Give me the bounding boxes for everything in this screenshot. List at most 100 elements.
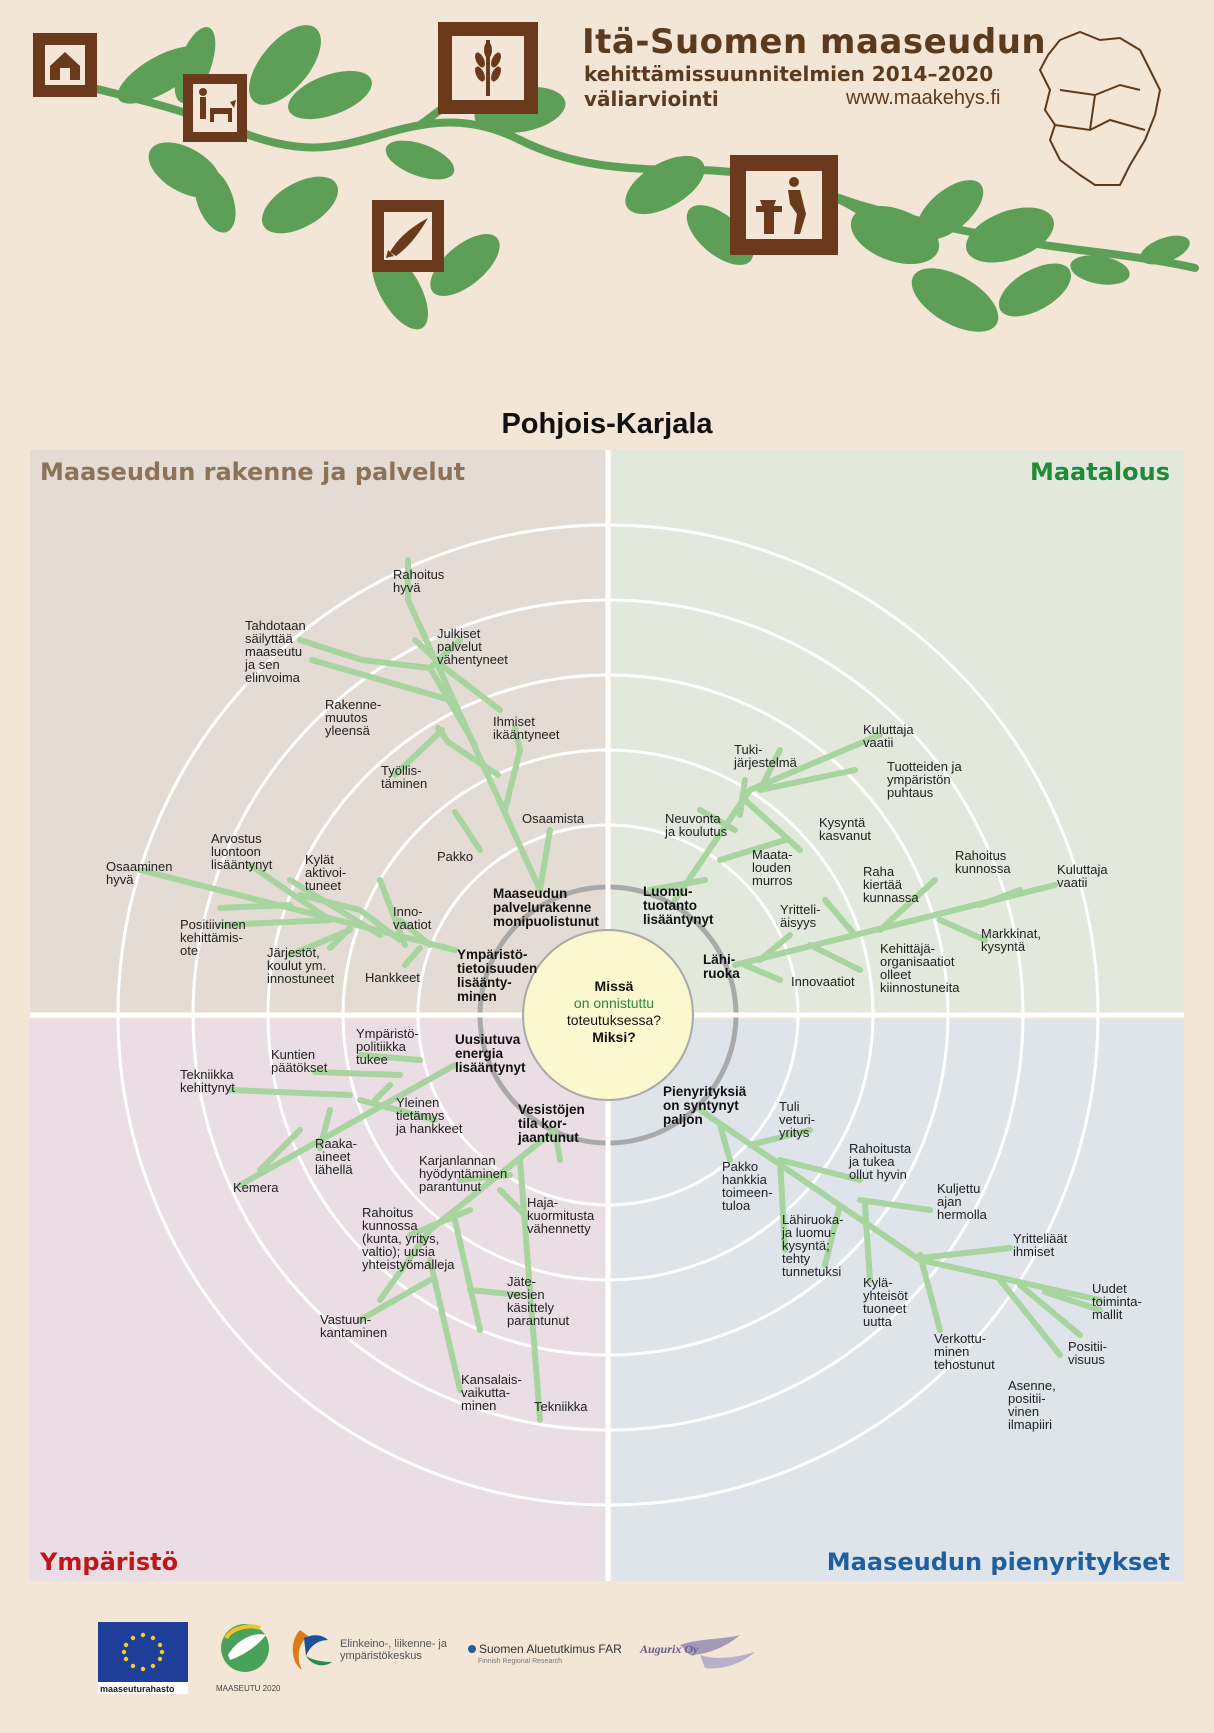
leaf-label: Karjanlannan hyödyntäminen parantunut [419,1153,508,1194]
branch [807,942,863,973]
maaseutu-logo-label: MAASEUTU 2020 [216,1684,281,1693]
branch [517,1157,543,1423]
finland-region-map [1038,30,1162,186]
footer-logos [98,1622,755,1694]
branch [427,1257,463,1393]
branch [647,877,708,893]
branch [757,747,783,793]
branch [857,1197,933,1213]
leaf [625,155,705,215]
center-line-1: Missä [594,978,634,994]
branch [392,727,445,778]
leaf [288,70,372,120]
branch [757,767,858,793]
leaf-label: Vastuun- kantaminen [320,1312,388,1340]
branch [997,1277,1063,1358]
maaseutu-2020-logo [221,1624,269,1672]
far-logo-sublabel: Finnish Regional Research [478,1658,563,1665]
branch [297,637,433,671]
leaf-label: Rahoitus hyvä [393,567,445,595]
leaf-label: Pakko hankkia toimeen- tuloa [722,1159,773,1213]
branch [737,777,748,818]
branch [402,945,423,968]
leaf-label: Kuluttaja vaatii [1057,862,1108,890]
leaf-label: Rahoitusta ja tukea ollut hyvin [849,1141,912,1182]
leaf-label: Osaaminen hyvä [106,859,173,887]
leaf-label: Yritteli- äisyys [780,902,821,930]
branch [247,862,333,923]
branch [742,797,803,853]
leaf-label: Tekniikka kehittynyt [180,1067,235,1095]
quadrant-title-agriculture: Maatalous [1029,458,1170,486]
leaf-label: Haja- kuormitusta vähennetty [527,1195,595,1236]
branch [937,917,988,943]
leaf-label: Neuvonta ja koulutus [665,811,728,839]
leaf-label: Markkinat, kysyntä [981,926,1041,954]
branch [377,1127,558,1303]
leaf-label: Tuotteiden ja ympäristön puhtaus [887,759,962,800]
branch [672,732,883,903]
branch [405,557,543,893]
eu-flag-logo [98,1622,188,1694]
branch [497,1187,528,1218]
branch [552,1127,563,1163]
branch [917,1252,943,1333]
leaf-label: Kylät aktivoi- tuneet [305,852,347,893]
leaf-label: Kuluttaja vaatii [863,722,914,750]
leaf-label: Raha kiertää kunnassa [863,864,919,905]
branch [357,1277,433,1323]
leaf [911,268,999,332]
leaf-label: Rakenne- muutos yleensä [325,697,382,738]
branch [742,962,783,983]
leaf-label: Tekniikka [534,1399,588,1414]
quadrant-title-rural-structure: Maaseudun rakenne ja palvelut [40,458,466,486]
branch [452,1217,483,1333]
branch [777,1157,788,1253]
branch [467,1287,523,1298]
fish-icon [372,200,444,272]
leaf [249,25,321,105]
branch [697,807,738,833]
node-label: Lähi- ruoka [703,952,740,981]
leaf-label: Tuki- järjestelmä [734,742,797,770]
node-label: Ympäristö- tietoisuuden lisäänty- minen [457,947,538,1004]
leaf-label: Innovaatiot [791,974,855,989]
leaf-label: Rahoitus kunnossa (kunta, yritys, valtio… [362,1205,455,1272]
far-logo [468,1645,476,1653]
diagram-canvas [30,450,1184,1581]
branch [1017,1282,1083,1338]
leaf [850,205,940,265]
leaf-label: Positiivinen kehittämis- ote [180,917,246,958]
quadrant-title-small-business: Maaseudun pienyritykset [826,1548,1170,1576]
leaf-label: Pakko [437,849,474,864]
header-url[interactable]: www.maakehys.fi [846,87,1001,109]
branch [312,1069,403,1078]
branch [309,657,453,703]
branch [747,1127,813,1148]
leaf-label: Lähiruoka- ja luomu- kysyntä; tehty tunn… [782,1212,844,1279]
branch [407,1207,473,1238]
leaf-label: Järjestöt, koulut ym. innostuneet [267,945,335,986]
leaf-label: Kuljettu ajan hermolla [937,1181,987,1222]
branch [822,1202,843,1268]
branch [217,917,333,928]
ely-logo-label: Elinkeino-, liikenne- ja ympäristökeskus [340,1638,447,1662]
branch [822,897,858,938]
leaf [194,167,236,233]
branch [257,1127,303,1173]
branch [502,725,523,813]
leaf [998,263,1072,317]
center-line-3: toteutuksessa? [566,1012,662,1028]
branch [297,892,403,943]
leaf-label: Kylä- yhteisöt tuoneet uutta [863,1275,908,1329]
node-label: Pienyrityksiä on syntynyt paljon [663,1084,747,1127]
ely-centre-logo [292,1630,332,1670]
leaf-label: Kysyntä kasvanut [819,815,872,843]
branch [777,1157,863,1183]
branch [457,1172,513,1183]
branch [217,902,293,911]
header-illustration [33,22,1199,332]
leaf-label: Positii- visuus [1068,1339,1108,1367]
leaf-label: Julkiset palvelut vähentyneet [437,626,508,667]
node-label: Luomu- tuotanto lisääntynyt [643,884,714,927]
